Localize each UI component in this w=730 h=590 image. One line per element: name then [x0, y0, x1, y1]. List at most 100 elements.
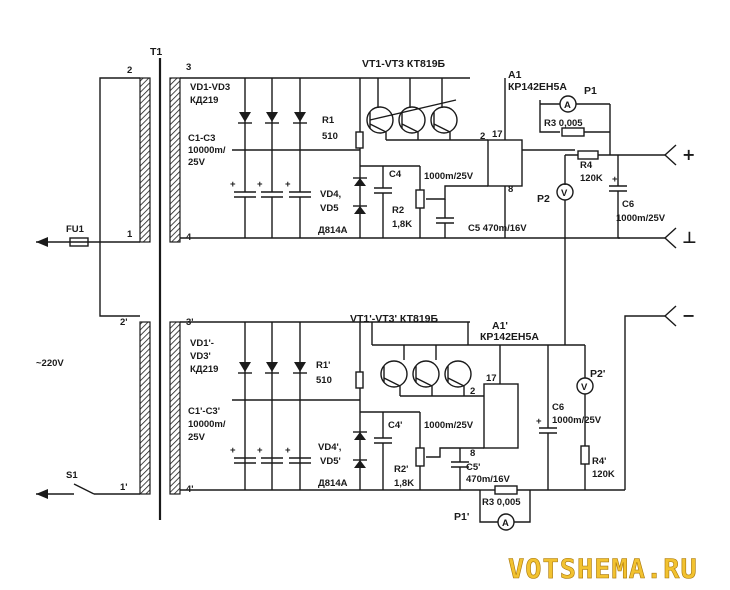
- primary-winding-upper: [139, 77, 151, 243]
- lower-r1-value: 510: [316, 375, 332, 386]
- lower-caps-label-3: 25V: [188, 432, 206, 443]
- diode-vd3: [294, 112, 306, 122]
- upper-zener-label-3: Д814А: [318, 225, 348, 236]
- upper-channel: VD1-VD3 КД219 +++ C1-C3 10000m/ 25V R1 5…: [180, 58, 697, 345]
- lower-diodes-label-2: VD3': [190, 351, 211, 362]
- resistor-r3b: [494, 485, 518, 495]
- diode-vd2: [266, 112, 278, 122]
- upper-r2-value: 1,8K: [392, 219, 412, 230]
- upper-c4-label: C4: [389, 169, 402, 180]
- upper-diodes-label-1: VD1-VD3: [190, 82, 230, 93]
- potentiometer-r2: [415, 189, 425, 209]
- terminal-plus: +: [682, 145, 695, 164]
- lower-c6-value: 1000m/25V: [552, 415, 602, 426]
- lower-c5-value: 470m/16V: [466, 474, 511, 485]
- voltmeter-p2b-label: P2': [590, 368, 605, 380]
- lower-zener-label-1: VD4',: [318, 442, 341, 453]
- pin-3: 3: [186, 62, 191, 73]
- lower-r4-label: R4': [592, 456, 606, 467]
- pin-2b: 2': [120, 317, 128, 328]
- svg-text:+: +: [536, 416, 542, 427]
- upper-r4-value: 120K: [580, 173, 603, 184]
- upper-caps-label-2: 10000m/: [188, 145, 226, 156]
- lower-c4-value: 1000m/25V: [424, 420, 474, 431]
- upper-c5-label: C5 470m/16V: [468, 223, 527, 234]
- lower-c4-label: C4': [388, 420, 402, 431]
- svg-text:+: +: [230, 179, 236, 190]
- transistor-vt1: [366, 106, 394, 134]
- ic-a1b: [483, 383, 519, 449]
- ic-a1-pin-2: 2: [480, 131, 485, 142]
- primary-winding-lower: [139, 321, 151, 495]
- transistor-vt2b: [412, 360, 440, 388]
- voltmeter-p2-symbol: V: [561, 188, 568, 199]
- diode-vd1: [239, 112, 251, 122]
- resistor-r4b: [580, 445, 590, 465]
- mains-arrow-lower: [36, 489, 48, 499]
- transistor-vt1b: [380, 360, 408, 388]
- mains-voltage: ~220V: [36, 358, 64, 369]
- capacitors-c1-c3: + + +: [230, 179, 311, 198]
- upper-r4-label: R4: [580, 160, 593, 171]
- lower-caps-label-2: 10000m/: [188, 419, 226, 430]
- lower-r2-label: R2': [394, 464, 408, 475]
- lower-zener-label-3: Д814А: [318, 478, 348, 489]
- ic-a1b-pin-2: 2: [470, 386, 475, 397]
- upper-c6-label: C6: [622, 199, 634, 210]
- capacitors-c1b-c3b: + + +: [230, 445, 311, 464]
- lower-c6-label: C6: [552, 402, 564, 413]
- svg-text:+: +: [257, 179, 263, 190]
- svg-text:+: +: [285, 179, 291, 190]
- mains-input: FU1 S1 ~220V: [36, 77, 140, 499]
- upper-zener-label-2: VD5: [320, 203, 339, 214]
- lower-zener-label-2: VD5': [320, 456, 341, 467]
- diode-vd2b: [266, 362, 278, 372]
- terminal-minus: −: [682, 306, 695, 325]
- pin-2: 2: [127, 65, 132, 76]
- resistor-r1: [355, 131, 364, 149]
- ic-a1-type: КР142ЕН5А: [508, 81, 567, 93]
- ammeter-p1-symbol: A: [564, 100, 571, 111]
- upper-r1-label: R1: [322, 115, 335, 126]
- upper-diodes-label-2: КД219: [190, 95, 218, 106]
- resistor-r4: [577, 150, 599, 160]
- ic-a1-pin-8: 8: [508, 184, 513, 195]
- secondary-winding-upper: [169, 77, 181, 243]
- lower-channel: VD1'- VD3' КД219 +++ C1'-C3' 10000m/ 25V…: [180, 305, 695, 531]
- transformer-t1: T1 2 1 2' 1' 3 4 3' 4': [120, 46, 194, 520]
- upper-transistors-label: VT1-VT3 КТ819Б: [362, 58, 446, 70]
- upper-r1-value: 510: [322, 131, 338, 142]
- svg-text:+: +: [285, 445, 291, 456]
- lower-diodes-label-3: КД219: [190, 364, 218, 375]
- ammeter-p1-label: P1: [584, 85, 597, 97]
- upper-c6-value: 1000m/25V: [616, 213, 666, 224]
- lower-r1-label: R1': [316, 360, 330, 371]
- diode-vd1b: [239, 362, 251, 372]
- lower-c5-label: C5': [466, 462, 480, 473]
- switch-label: S1: [66, 470, 78, 481]
- mains-arrow-upper: [36, 237, 48, 247]
- fuse-label: FU1: [66, 224, 85, 235]
- ic-a1b-pin-8: 8: [470, 448, 475, 459]
- voltmeter-p2b-symbol: V: [581, 382, 588, 393]
- upper-c4-value: 1000m/25V: [424, 171, 474, 182]
- ic-a1b-pin-17: 17: [486, 373, 497, 384]
- secondary-winding-lower: [169, 321, 181, 495]
- voltmeter-p2-label: P2: [537, 193, 550, 205]
- ammeter-p1b-label: P1': [454, 511, 469, 523]
- potentiometer-r2b: [415, 447, 425, 467]
- resistor-r3: [561, 127, 585, 137]
- watermark: VOTSHEMA.RU: [508, 554, 698, 585]
- lower-r4-value: 120K: [592, 469, 615, 480]
- ic-a1-pin-17: 17: [492, 129, 503, 140]
- svg-text:+: +: [257, 445, 263, 456]
- ic-a1b-label: A1': [492, 320, 508, 332]
- ic-a1-label: A1: [508, 69, 522, 81]
- terminal-common: ⊥: [682, 228, 697, 247]
- svg-text:+: +: [230, 445, 236, 456]
- lower-r3-label: R3 0,005: [482, 497, 521, 508]
- upper-caps-label-3: 25V: [188, 157, 206, 168]
- resistor-r1b: [355, 371, 364, 389]
- upper-zener-label-1: VD4,: [320, 189, 341, 200]
